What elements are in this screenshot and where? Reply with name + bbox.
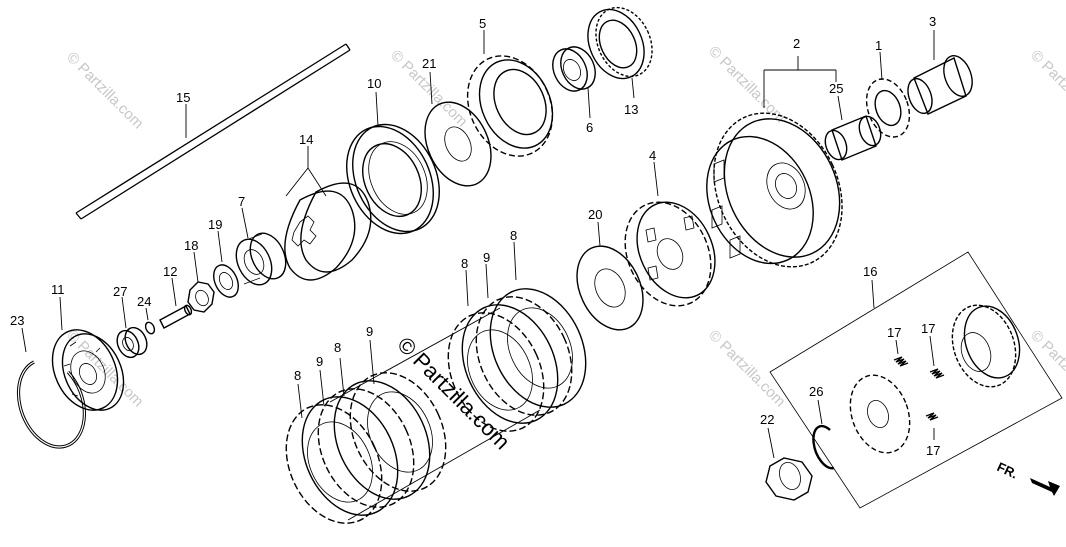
part-5-toothed-ring	[466, 30, 554, 157]
part-23-snap-ring	[16, 327, 86, 449]
part-7-hub	[235, 207, 287, 286]
part-label-26: 26	[809, 384, 823, 399]
part-25-bearing	[824, 95, 882, 161]
part-label-14: 14	[299, 132, 313, 147]
watermark-text: © Partzilla.com	[63, 327, 146, 410]
part-13-needle-bearing	[587, 6, 653, 99]
part-label-27: 27	[113, 284, 127, 299]
part-16-gear	[951, 304, 1021, 388]
part-14-plates	[284, 146, 372, 281]
part-17-springs	[893, 335, 945, 440]
part-24-washer	[144, 307, 156, 335]
part-2-clutch-outer	[706, 56, 843, 268]
part-12-pin	[159, 277, 193, 329]
watermark-text: © Partzilla.com	[63, 49, 146, 132]
part-3-collar	[907, 30, 973, 115]
part-label-8d: 8	[294, 368, 301, 383]
part-label-8a: 8	[510, 228, 517, 243]
part-label-11: 11	[51, 282, 65, 297]
part-label-19: 19	[208, 217, 222, 232]
part-10-seal	[346, 91, 440, 235]
part-label-17a: 17	[887, 325, 901, 340]
part-label-9a: 9	[483, 250, 490, 265]
watermark-text: © Partzilla.com	[1027, 327, 1066, 410]
part-16-assembly-box	[769, 251, 1063, 509]
part-label-18: 18	[184, 238, 198, 253]
part-18-nut	[187, 251, 215, 313]
part-16-sprocket	[849, 374, 911, 454]
part-label-17c: 17	[926, 443, 940, 458]
part-label-9b: 9	[366, 324, 373, 339]
part-label-8b: 8	[461, 256, 468, 271]
part-label-13: 13	[624, 102, 638, 117]
part-label-25: 25	[829, 81, 843, 96]
part-label-10: 10	[367, 76, 381, 91]
clutch-plate-stack-lower	[285, 307, 541, 524]
part-label-16: 16	[863, 264, 877, 279]
part-label-24: 24	[137, 294, 151, 309]
part-label-4: 4	[649, 148, 656, 163]
direction-label: FR.	[995, 459, 1020, 481]
part-label-20: 20	[588, 207, 602, 222]
part-4-clutch-center	[624, 161, 716, 307]
part-label-23: 23	[10, 313, 24, 328]
part-27-bearing	[116, 296, 148, 359]
part-22-nut	[765, 427, 813, 501]
part-label-21: 21	[422, 56, 436, 71]
part-label-6: 6	[586, 120, 593, 135]
part-26-circlip	[812, 399, 835, 470]
part-number-labels: 1 2 3 4 5 6 7 8 8 8 8 9 9 9 10 11 12 13 …	[10, 14, 940, 458]
part-label-5: 5	[479, 16, 486, 31]
arrow-icon	[1030, 478, 1060, 496]
clutch-plate-stack-upper	[447, 241, 587, 432]
part-21-plate	[424, 71, 492, 187]
part-19-washer	[213, 230, 239, 298]
part-15-shaft	[75, 43, 351, 220]
part-label-22: 22	[760, 412, 774, 427]
front-direction-indicator: FR.	[995, 459, 1060, 496]
part-label-17b: 17	[921, 321, 935, 336]
part-label-2: 2	[793, 36, 800, 51]
watermark-text: © Partzilla.com	[1027, 47, 1066, 130]
part-label-1: 1	[875, 38, 882, 53]
part-label-3: 3	[929, 14, 936, 29]
part-6-bearing	[552, 46, 596, 119]
watermark-text: © Partzilla.com	[705, 43, 788, 126]
part-label-12: 12	[163, 264, 177, 279]
part-label-9c: 9	[316, 354, 323, 369]
part-label-7: 7	[238, 194, 245, 209]
part-20-washer	[576, 221, 644, 331]
part-11-retainer	[51, 296, 125, 411]
part-label-15: 15	[176, 90, 190, 105]
part-label-8c: 8	[334, 340, 341, 355]
